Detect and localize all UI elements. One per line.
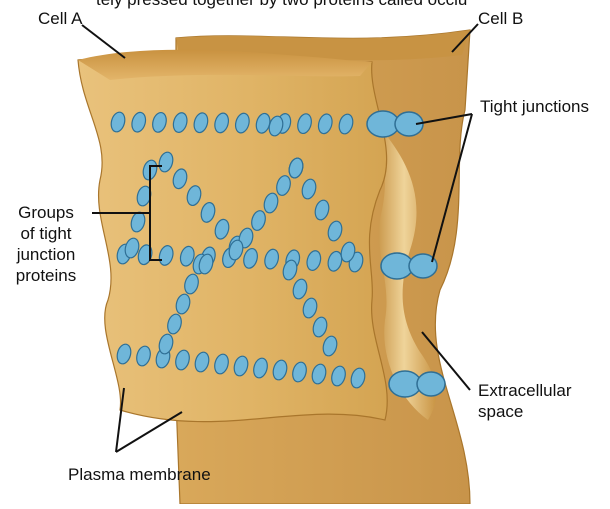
extracellular-label-line-2: space <box>478 401 572 422</box>
tight-junction-dumbbell-lobe <box>367 111 399 137</box>
groups-label-line-1: Groups <box>2 202 90 223</box>
groups-label-line-2: of tight <box>2 223 90 244</box>
leader-plasma-membrane-right <box>116 412 182 452</box>
tight-junction-dumbbell-lobe <box>381 253 413 279</box>
cell-b-label: Cell B <box>478 8 523 29</box>
extracellular-label: Extracellular space <box>478 380 572 422</box>
tight-junctions-label: Tight junctions <box>480 96 589 117</box>
groups-label-line-3: junction <box>2 244 90 265</box>
plasma-membrane-label: Plasma membrane <box>68 464 211 485</box>
groups-label: Groups of tight junction proteins <box>2 202 90 286</box>
tight-junction-dumbbell-lobe <box>417 372 445 396</box>
top-caption-fragment: tely pressed together by two proteins ca… <box>96 0 467 10</box>
leader-cell-a <box>82 25 125 58</box>
tight-junction-dumbbell-lobe <box>389 371 421 397</box>
extracellular-label-line-1: Extracellular <box>478 380 572 401</box>
cell-a-label: Cell A <box>38 8 82 29</box>
groups-label-line-4: proteins <box>2 265 90 286</box>
